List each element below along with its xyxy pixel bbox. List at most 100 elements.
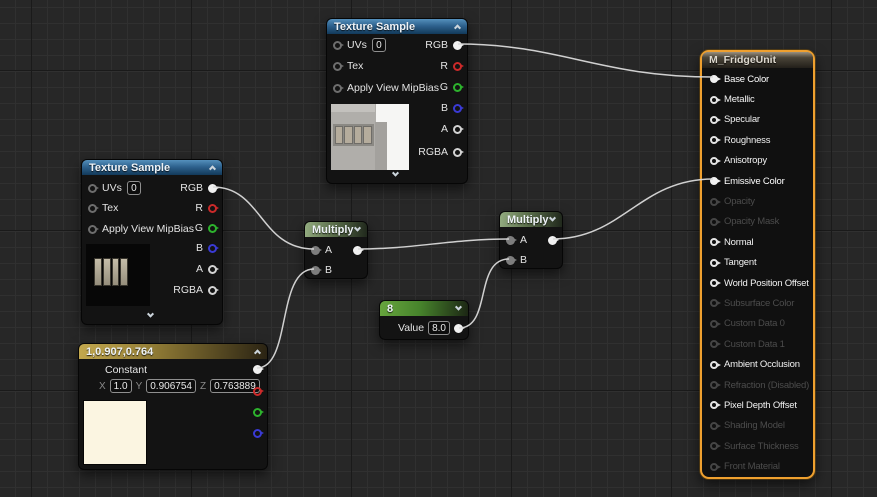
node-header[interactable]: Multiply [500,212,562,227]
material-input-pin[interactable] [710,360,721,369]
input-pin-b[interactable] [506,255,517,265]
node-header[interactable]: Multiply [305,222,367,237]
chevron-up-icon[interactable] [253,349,262,357]
input-pin-tex[interactable] [333,61,344,71]
material-input-pin[interactable] [710,421,721,430]
collapse-preview-chevron-icon[interactable] [146,310,155,318]
output-pin-b[interactable] [453,103,464,113]
output-pin-rgb[interactable] [208,183,219,193]
uvs-value-field[interactable]: 0 [126,181,141,195]
output-pin-r[interactable] [453,61,464,71]
output-label: RGBA [173,284,203,296]
output-pin-b[interactable] [253,428,264,438]
output-row-a: A [441,122,464,136]
node-texture-sample-top[interactable]: Texture Sample UVs 0 Tex Apply View MipB… [326,18,468,184]
input-pin-a[interactable] [311,245,322,255]
texture-preview[interactable] [331,104,409,170]
output-pin-r[interactable] [208,203,219,213]
output-pin-rgba[interactable] [453,147,464,157]
material-input-pin[interactable] [710,279,721,288]
material-input-row: Anisotropy [702,151,813,171]
uvs-value-field[interactable]: 0 [371,38,386,52]
x-value-field[interactable]: 1.0 [109,379,132,393]
input-pin-uvs[interactable] [333,40,344,50]
output-pin[interactable] [353,245,364,255]
material-input-pin[interactable] [710,95,721,104]
material-input-pin[interactable] [710,340,721,349]
output-pin-r[interactable] [253,386,264,396]
wire-multiplyA-multiplyB[interactable] [357,238,510,250]
color-swatch[interactable] [83,400,147,465]
input-pin-tex[interactable] [88,203,99,213]
input-label: A [520,234,528,246]
material-input-pin[interactable] [710,381,721,390]
output-pin-b[interactable] [208,243,219,253]
node-texture-sample-left[interactable]: Texture Sample UVs 0 Tex Apply View MipB… [81,159,223,325]
output-pin-rgb[interactable] [453,40,464,50]
wire-texturetop-basecolor[interactable] [457,43,714,78]
input-pin-a[interactable] [506,235,517,245]
node-header[interactable]: Texture Sample [82,160,222,175]
output-pin-g[interactable] [208,223,219,233]
node-multiply-b[interactable]: Multiply A B [499,211,563,269]
material-input-label: Normal [724,236,754,248]
node-material-result[interactable]: M_FridgeUnit Base Color Metallic Specula… [700,50,815,479]
material-input-pin[interactable] [710,177,721,186]
material-input-pin[interactable] [710,136,721,145]
material-input-pin[interactable] [710,299,721,308]
material-input-pin[interactable] [710,217,721,226]
output-row [353,243,364,257]
output-pin-a[interactable] [208,264,219,274]
material-input-pin[interactable] [710,258,721,267]
input-pin-mipbias[interactable] [88,224,99,234]
node-header[interactable]: Texture Sample [327,19,467,34]
node-constant-vector[interactable]: 1,0.907,0.764 Constant X 1.0 Y 0.906754 … [78,343,268,470]
material-input-pin[interactable] [710,319,721,328]
output-pin-g[interactable] [453,82,464,92]
material-input-row: Opacity Mask [702,212,813,232]
wire-scalar8-multiplyB[interactable] [458,258,510,329]
node-header[interactable]: M_FridgeUnit [702,52,813,68]
output-pin[interactable] [548,235,559,245]
node-header[interactable]: 8 [380,301,468,316]
node-title: Multiply [507,213,549,226]
material-input-pin[interactable] [710,115,721,124]
scalar-value-field[interactable]: 8.0 [428,321,450,335]
chevron-up-icon[interactable] [208,165,217,173]
material-input-label: Opacity Mask [724,216,780,228]
input-pin-uvs[interactable] [88,183,99,193]
z-value-field[interactable]: 0.763889 [210,379,260,393]
chevron-up-icon[interactable] [453,24,462,32]
collapse-preview-chevron-icon[interactable] [391,169,400,177]
material-input-pin[interactable] [710,156,721,165]
material-input-pin[interactable] [710,75,721,84]
chevron-down-icon[interactable] [548,214,557,222]
chevron-down-icon[interactable] [353,224,362,232]
material-input-label: Front Material [724,461,780,473]
texture-preview[interactable] [86,244,150,306]
output-pin-value[interactable] [253,364,264,374]
wire-constant-multiplyB[interactable] [256,268,315,369]
node-header[interactable]: 1,0.907,0.764 [79,344,267,359]
node-scalar-8[interactable]: 8 Value 8.0 [379,300,469,340]
wire-multiplyB-emissive[interactable] [552,178,714,240]
material-input-row: Custom Data 1 [702,334,813,354]
wire-textureleft-multiplyA[interactable] [212,186,315,250]
input-pin-mipbias[interactable] [333,83,344,93]
material-input-label: Specular [724,114,760,126]
material-input-pin[interactable] [710,442,721,451]
input-row-uvs: UVs 0 [88,181,141,195]
output-pin-g[interactable] [253,407,264,417]
output-pin-rgba[interactable] [208,285,219,295]
y-value-field[interactable]: 0.906754 [146,379,196,393]
material-input-pin[interactable] [710,401,721,410]
input-pin-b[interactable] [311,265,322,275]
chevron-down-icon[interactable] [454,303,463,311]
material-input-pin[interactable] [710,197,721,206]
output-pin-a[interactable] [453,124,464,134]
material-input-row: Pixel Depth Offset [702,395,813,415]
node-multiply-a[interactable]: Multiply A B [304,221,368,279]
material-input-pin[interactable] [710,238,721,247]
material-input-pin[interactable] [710,462,721,471]
